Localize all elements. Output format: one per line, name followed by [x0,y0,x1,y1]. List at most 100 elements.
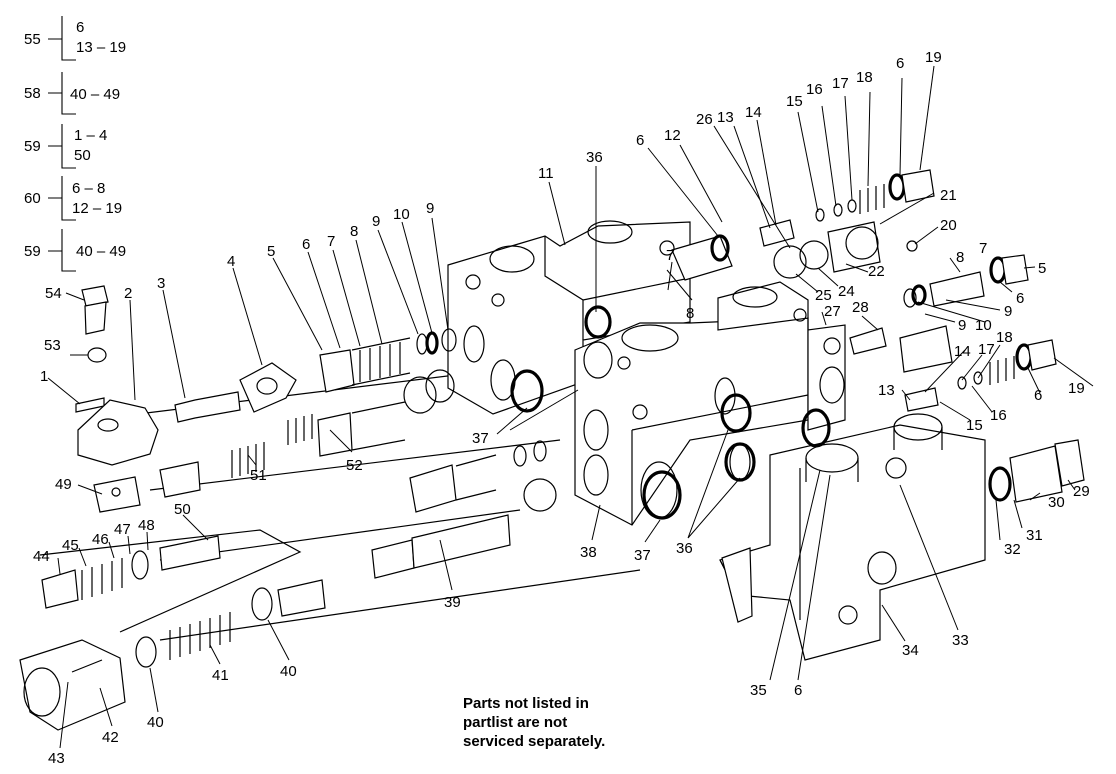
callout-9: 9 [1004,303,1012,320]
callout-22: 22 [868,263,885,280]
group-ref-number: 60 [24,190,41,207]
service-note-line: Parts not listed in [463,695,589,712]
callout-24: 24 [838,283,855,300]
callout-6: 6 [1016,290,1024,307]
group-ref-line: 6 – 8 [72,180,105,197]
group-ref-line: 12 – 19 [72,200,122,217]
group-ref-number: 59 [24,138,41,155]
callout-43: 43 [48,750,65,767]
callout-8: 8 [686,305,694,322]
callout-8: 8 [350,223,358,240]
callout-46: 46 [92,531,109,548]
callout-36: 36 [586,149,603,166]
group-ref-58: 58 40 – 49 [24,72,120,115]
callout-3: 3 [157,275,165,292]
callout-7: 7 [666,247,674,264]
callout-9: 9 [372,213,380,230]
callout-9: 9 [958,317,966,334]
part-drawings [19,169,1085,731]
callout-12: 12 [664,127,681,144]
callout-19: 19 [1068,380,1085,397]
callout-44: 44 [33,548,50,565]
callout-51: 51 [250,467,267,484]
callout-32: 32 [1004,541,1021,558]
callout-41: 41 [212,667,229,684]
leader-lines [47,65,1094,749]
service-note: Parts not listed in partlist are not ser… [463,694,605,751]
group-ref-59b: 59 40 – 49 [24,229,126,272]
callout-26: 26 [696,111,713,128]
callout-labels: 54 2 3 4 5 6 7 8 9 10 9 11 36 6 12 26 13… [33,49,1090,767]
callout-2: 2 [124,285,132,302]
callout-49: 49 [55,476,72,493]
group-ref-line: 50 [74,147,91,164]
callout-15: 15 [966,417,983,434]
callout-5: 5 [267,243,275,260]
callout-35: 35 [750,682,767,699]
callout-31: 31 [1026,527,1043,544]
group-ref-line: 6 [76,19,84,36]
callout-21: 21 [940,187,957,204]
callout-34: 34 [902,642,919,659]
callout-7: 7 [979,240,987,257]
callout-10: 10 [975,317,992,334]
callout-53: 53 [44,337,61,354]
callout-19: 19 [925,49,942,66]
callout-1: 1 [40,368,48,385]
group-ref-line: 40 – 49 [76,243,126,260]
group-ref-number: 55 [24,31,41,48]
callout-16: 16 [806,81,823,98]
callout-20: 20 [940,217,957,234]
callout-17: 17 [832,75,849,92]
callout-10: 10 [393,206,410,223]
callout-37: 37 [472,430,489,447]
callout-14: 14 [745,104,762,121]
callout-6: 6 [896,55,904,72]
callout-13: 13 [717,109,734,126]
callout-27: 27 [824,303,841,320]
callout-15: 15 [786,93,803,110]
callout-18: 18 [996,329,1013,346]
group-ref-line: 40 – 49 [70,86,120,103]
service-note-line: partlist are not [463,714,568,731]
callout-7: 7 [327,233,335,250]
callout-48: 48 [138,517,155,534]
group-ref-number: 59 [24,243,41,260]
callout-36: 36 [676,540,693,557]
group-legend: 55 6 13 – 19 58 40 – 49 59 1 – 4 50 60 6… [24,16,126,272]
group-ref-line: 1 – 4 [74,127,107,144]
callout-18: 18 [856,69,873,86]
group-ref-59a: 59 1 – 4 50 [24,124,107,169]
callout-28: 28 [852,299,869,316]
callout-9: 9 [426,200,434,217]
callout-17: 17 [978,341,995,358]
callout-40: 40 [280,663,297,680]
callout-14: 14 [954,343,971,360]
callout-6: 6 [1034,387,1042,404]
callout-6: 6 [636,132,644,149]
callout-8: 8 [956,249,964,266]
group-ref-number: 58 [24,85,41,102]
callout-6: 6 [302,236,310,253]
callout-29: 29 [1073,483,1090,500]
group-ref-line: 13 – 19 [76,39,126,56]
callout-6: 6 [794,682,802,699]
callout-45: 45 [62,537,79,554]
callout-11: 11 [538,165,554,182]
callout-4: 4 [227,253,235,270]
callout-39: 39 [444,594,461,611]
group-ref-55: 55 6 13 – 19 [24,16,126,61]
callout-52: 52 [346,457,363,474]
callout-25: 25 [815,287,832,304]
service-note-line: serviced separately. [463,733,606,750]
callout-40: 40 [147,714,164,731]
callout-38: 38 [580,544,597,561]
group-ref-60: 60 6 – 8 12 – 19 [24,176,122,221]
callout-50: 50 [174,501,191,518]
callout-16: 16 [990,407,1007,424]
callout-54: 54 [45,285,62,302]
callout-5: 5 [1038,260,1046,277]
callout-13: 13 [878,382,895,399]
callout-37: 37 [634,547,651,564]
